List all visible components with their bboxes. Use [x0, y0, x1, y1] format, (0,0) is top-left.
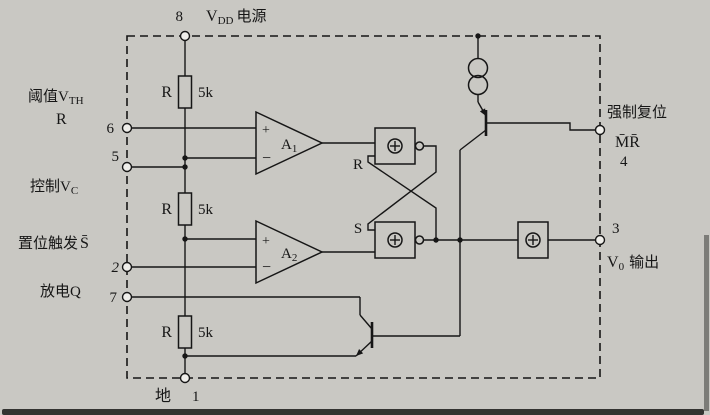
comparator-a2: [255, 219, 324, 285]
nor-gate-s: [374, 221, 425, 259]
a1-name: A1: [281, 137, 297, 155]
crosscouple-wire: [367, 145, 437, 231]
or-symbol-icon: [387, 138, 403, 154]
junction-dot: [182, 155, 188, 161]
forced-reset-label: 强制复位: [607, 103, 667, 121]
pin-2-trigger: [121, 261, 133, 273]
pin4-number: 4: [620, 154, 628, 170]
a1-plus-sign: +: [262, 123, 270, 138]
a2-minus-sign: −: [262, 259, 271, 276]
pins: [121, 30, 606, 384]
r1-name: R: [161, 84, 172, 101]
or-symbol-icon: [525, 232, 541, 248]
r1-value: 5k: [198, 85, 214, 101]
junction-dot: [475, 33, 481, 39]
a1-minus-sign: −: [262, 150, 271, 167]
comparator-triangle: [255, 110, 324, 176]
gate-body: [517, 221, 549, 259]
emitter-arrow-icon: [356, 349, 364, 356]
inversion-bubble-icon: [414, 141, 425, 151]
comparator-a1: [255, 110, 324, 176]
r2-name: R: [161, 201, 172, 218]
reset-transistor: [459, 101, 488, 151]
resistor-r1: [177, 75, 193, 109]
mr-base-wire: [486, 122, 596, 131]
junction-dot: [433, 237, 439, 243]
pin1-number: 1: [192, 389, 200, 405]
pin7-number: 7: [110, 290, 118, 306]
mr-label: M̄R̄: [615, 134, 640, 151]
ic-boundary: [126, 35, 601, 379]
pin6-number: 6: [107, 121, 115, 137]
discharge-label: 放电Q: [40, 283, 81, 300]
junction-dot: [182, 164, 188, 170]
scan-edge-artifact: [704, 235, 709, 411]
r3-name: R: [161, 324, 172, 341]
control-label: 控制VC: [30, 178, 78, 197]
threshold-r-label: R: [56, 111, 67, 128]
collector-lead: [459, 129, 487, 151]
inversion-bubble-icon: [414, 235, 425, 245]
pin-6-threshold: [121, 122, 133, 134]
pin-7-discharge: [121, 291, 133, 303]
threshold-label: 阈值VTH: [28, 88, 84, 107]
pin-1-ground: [179, 372, 191, 384]
ground-label: 地: [155, 387, 171, 405]
pin-5-control: [121, 161, 133, 173]
pin-4-reset: [594, 124, 606, 136]
collector-lead: [359, 314, 373, 330]
pin8-number: 8: [176, 9, 184, 25]
resistor-r2: [177, 192, 193, 226]
a2-plus-sign: +: [262, 234, 270, 249]
pin-8-vdd: [179, 30, 191, 42]
resistor-divider: [177, 75, 193, 349]
pin2-number: 2: [112, 260, 120, 276]
junction-dots: [182, 33, 481, 359]
junction-dot: [457, 237, 463, 243]
scan-edge-artifact: [2, 409, 704, 415]
or-symbol-icon: [387, 232, 403, 248]
junction-dot: [182, 236, 188, 242]
wires: [131, 36, 596, 374]
output-gate: [517, 221, 549, 259]
discharge-transistor: [355, 314, 374, 357]
flipflop-s-label: S: [354, 221, 362, 237]
current-source-icon: [467, 57, 489, 96]
junction-dot: [182, 353, 188, 359]
a2-name: A2: [281, 246, 297, 264]
pin5-number: 5: [112, 149, 120, 165]
pin3-number: 3: [612, 221, 620, 237]
comparator-triangle: [255, 219, 324, 285]
nor-gate-r: [374, 127, 425, 165]
resistor-r3: [177, 315, 193, 349]
r3-value: 5k: [198, 325, 214, 341]
pin-3-output: [594, 234, 606, 246]
flipflop-r-label: R: [353, 157, 363, 173]
r2-value: 5k: [198, 202, 214, 218]
emitter-arrow-icon: [479, 108, 486, 116]
